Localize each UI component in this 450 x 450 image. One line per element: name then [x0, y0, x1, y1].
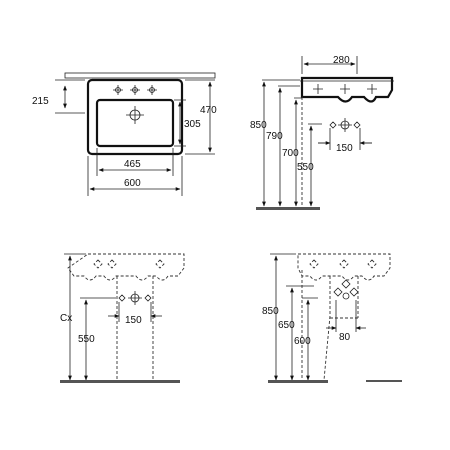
dim-790-label: 790 [266, 131, 283, 142]
dim-80-label: 80 [339, 332, 351, 343]
pipe-connection-icons [329, 118, 361, 132]
side-view-top: 280 850 790 700 550 150 [250, 55, 394, 210]
floor-side [268, 380, 328, 383]
dim-850-side-label: 850 [262, 306, 279, 317]
dim-550-label: 550 [297, 162, 314, 173]
front-view-bottom: 150 Cx 550 [60, 253, 185, 383]
dim-470-label: 470 [200, 105, 217, 116]
dim-150-front-label: 150 [125, 315, 142, 326]
dim-850-label: 850 [250, 120, 267, 131]
dim-550-front-label: 550 [78, 334, 95, 345]
top-view: 215 470 305 465 600 [32, 72, 217, 196]
tap-hole-icons [113, 85, 157, 95]
floor-front [60, 380, 180, 383]
pipe-connection-icons-side [333, 279, 359, 300]
dim-600-side-label: 600 [294, 336, 311, 347]
dim-305-label: 305 [184, 119, 201, 130]
floor [256, 207, 320, 210]
pipe-connection-icons-front [118, 291, 152, 305]
side-view-bottom: 80 850 650 600 [262, 253, 402, 383]
dim-465-label: 465 [124, 159, 141, 170]
dim-cx-label: Cx [60, 313, 72, 324]
dim-600-label: 600 [124, 178, 141, 189]
basin-bowl [95, 98, 175, 148]
dim-700-label: 700 [282, 148, 299, 159]
dim-150-label: 150 [336, 143, 353, 154]
basin-outline [86, 78, 184, 156]
wall-line [366, 380, 402, 382]
dim-215-label: 215 [32, 96, 49, 107]
dim-650-label: 650 [278, 320, 295, 331]
drain-icon [126, 106, 144, 124]
dim-280-label: 280 [333, 55, 350, 66]
wall-strip [64, 72, 216, 79]
basin-profile [300, 76, 394, 103]
